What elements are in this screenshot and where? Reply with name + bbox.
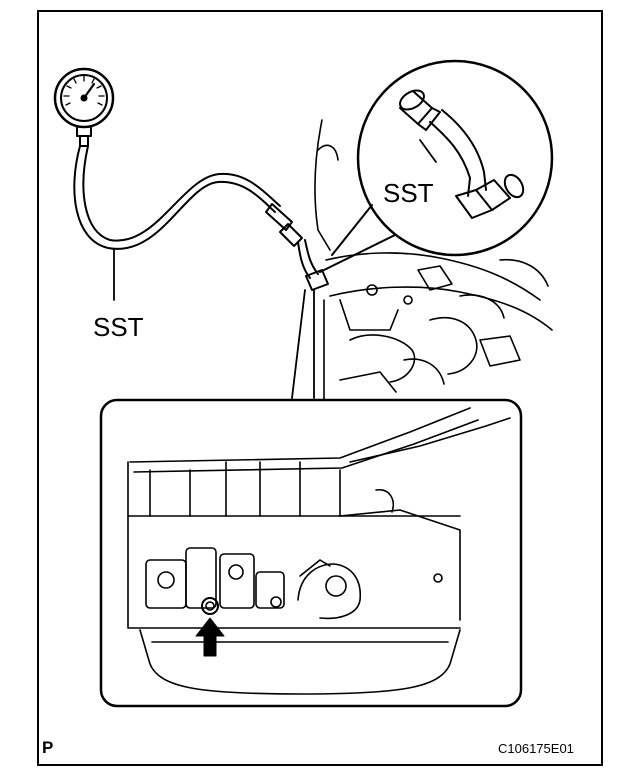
pressure-gauge-icon — [53, 67, 115, 147]
detail-box — [99, 398, 523, 708]
adapter-fitting-icon — [399, 89, 525, 219]
detail-zoom-circle — [319, 59, 554, 273]
hose-icon — [73, 145, 329, 399]
sst-label-left: SST — [93, 312, 144, 342]
leader-line — [291, 289, 306, 399]
transmission-sketch — [314, 119, 553, 401]
figure-code: C106175E01 — [498, 741, 574, 756]
figure-frame — [37, 10, 603, 766]
sst-label-right: SST — [383, 178, 434, 208]
corner-letter: P — [42, 738, 54, 757]
arrow-up-icon — [195, 617, 225, 657]
